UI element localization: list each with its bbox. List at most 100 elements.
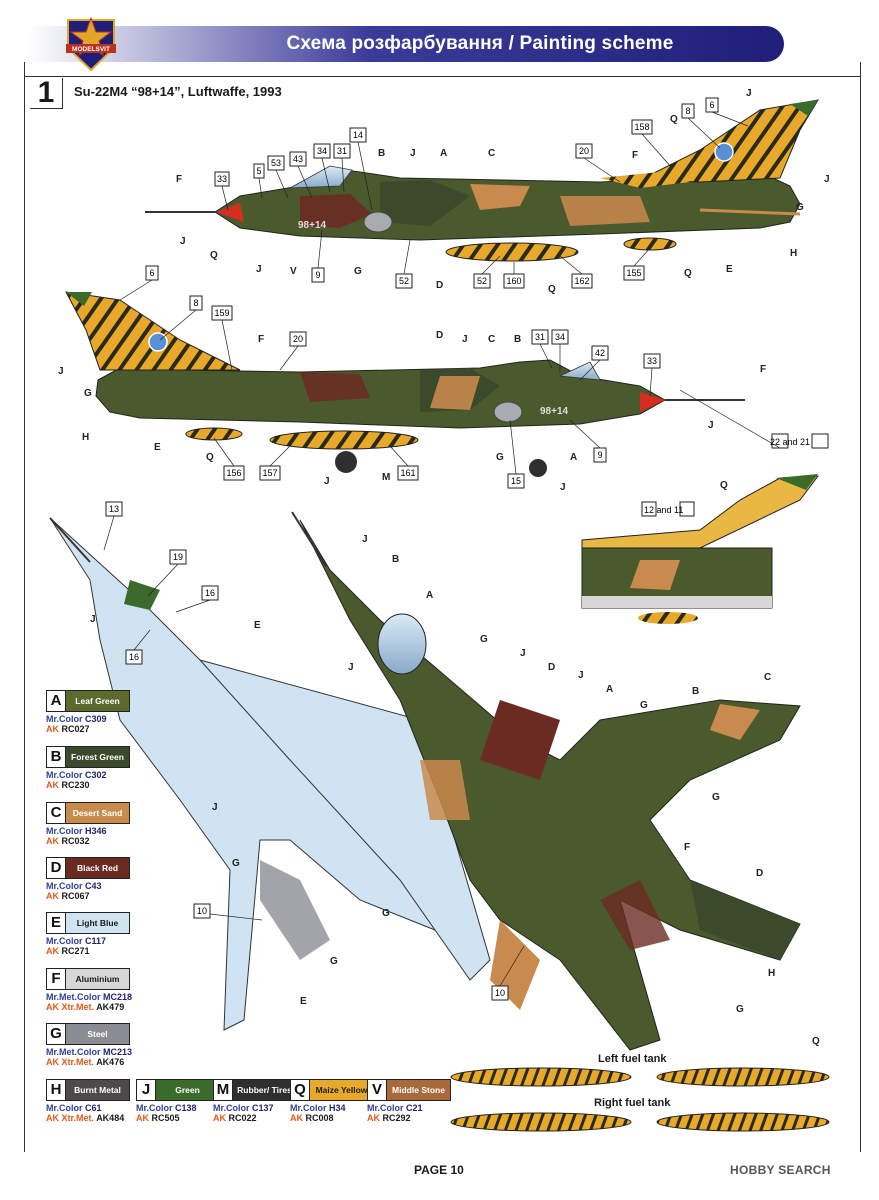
right-tank-outer xyxy=(450,1112,632,1132)
svg-text:A: A xyxy=(570,452,577,463)
camo-forest-green xyxy=(380,180,470,226)
tail-ventral-tiger xyxy=(623,237,677,251)
tiger-emblem-icon-2 xyxy=(148,332,168,352)
mr-label: Mr.Color xyxy=(46,714,83,724)
fin-tip-green xyxy=(790,100,818,116)
svg-text:Q: Q xyxy=(210,250,218,261)
tail-detail xyxy=(581,474,820,624)
svg-text:A: A xyxy=(426,590,433,601)
nose-red-band-2 xyxy=(640,392,665,412)
callout-numbers: 33 5 53 43 34 31 14 9 52 52 160 162 155 … xyxy=(105,97,719,1001)
paint-letters: F J Q J V G B J A C D Q Q E H G J F Q J … xyxy=(58,88,830,1015)
ak-label: AK xyxy=(46,946,59,956)
mr-color-code: Mr.Color H346 xyxy=(46,826,130,836)
svg-text:B: B xyxy=(514,334,521,345)
swatch-name: Middle Stone xyxy=(387,1080,450,1100)
page-title: Схема розфарбування / Painting scheme xyxy=(286,33,674,54)
camo-black-red xyxy=(300,194,372,228)
svg-text:10: 10 xyxy=(197,906,207,916)
svg-text:34: 34 xyxy=(555,332,565,342)
svg-text:15: 15 xyxy=(511,476,521,486)
side-view-left xyxy=(145,99,819,262)
swatch-letter: D xyxy=(47,858,66,878)
underside-green-patch xyxy=(124,580,160,610)
mr-label: Mr.Color xyxy=(46,936,83,946)
svg-text:162: 162 xyxy=(574,276,589,286)
mr-color-code: Mr.Color C21 xyxy=(367,1103,451,1113)
svg-text:J: J xyxy=(212,802,218,813)
svg-text:20: 20 xyxy=(293,334,303,344)
ak-code: AK RC027 xyxy=(46,724,130,734)
svg-text:G: G xyxy=(382,908,390,919)
swatch-letter: V xyxy=(368,1080,387,1100)
underside-steel xyxy=(260,860,330,960)
mr-code: C43 xyxy=(85,881,102,891)
ak-code-value: AK476 xyxy=(96,1057,125,1067)
plan-upperside xyxy=(291,511,801,1051)
camo-desert-sand xyxy=(470,184,530,210)
intake-cone-2 xyxy=(493,401,523,423)
svg-text:J: J xyxy=(410,148,416,159)
swatch-letter: G xyxy=(47,1024,66,1044)
svg-text:20: 20 xyxy=(579,146,589,156)
ak-code-value: RC022 xyxy=(228,1113,257,1123)
tail-tip-green xyxy=(776,474,818,490)
swatch-name: Maize Yellow xyxy=(310,1080,373,1100)
mr-code: MC213 xyxy=(103,1047,133,1057)
ak-label: AK xyxy=(290,1113,303,1123)
mr-code: C137 xyxy=(252,1103,274,1113)
svg-text:G: G xyxy=(232,858,240,869)
svg-text:H: H xyxy=(768,968,775,979)
swatch-name: Light Blue xyxy=(66,913,129,933)
upperside-forest-green xyxy=(690,880,800,960)
logo-text: MODELSVIT xyxy=(72,46,110,53)
tail-callout-22-21: 22 and 21 xyxy=(770,437,810,447)
ak-code-value: AK484 xyxy=(96,1113,125,1123)
upperside-pitot xyxy=(291,511,327,567)
mr-code: C302 xyxy=(85,770,107,780)
svg-text:19: 19 xyxy=(173,552,183,562)
upperside-black-red-2 xyxy=(600,880,670,950)
svg-text:33: 33 xyxy=(647,356,657,366)
svg-text:42: 42 xyxy=(595,348,605,358)
swatch-letter: B xyxy=(47,747,66,767)
ak-code-value: RC271 xyxy=(61,946,90,956)
svg-text:G: G xyxy=(796,202,804,213)
svg-text:Q: Q xyxy=(684,268,692,279)
svg-text:J: J xyxy=(746,88,752,99)
svg-text:G: G xyxy=(480,634,488,645)
mr-code: H346 xyxy=(85,826,107,836)
canopy-2 xyxy=(558,361,601,381)
tail-fin-tiger xyxy=(639,99,819,183)
svg-text:J: J xyxy=(462,334,468,345)
upperside-sand-3 xyxy=(420,760,470,820)
svg-text:J: J xyxy=(256,264,262,275)
svg-text:53: 53 xyxy=(271,158,281,168)
svg-text:Q: Q xyxy=(206,452,214,463)
camo-desert-sand-2 xyxy=(560,196,650,226)
ak-code-value: RC067 xyxy=(61,891,90,901)
tail-sand xyxy=(630,560,680,590)
ak-code-value: RC008 xyxy=(305,1113,334,1123)
upperside-sand xyxy=(710,704,760,740)
svg-text:V: V xyxy=(290,266,297,277)
ak-label: AK xyxy=(46,780,59,790)
mr-color-code: Mr.Color H34 xyxy=(290,1103,374,1113)
svg-text:A: A xyxy=(606,684,613,695)
svg-text:160: 160 xyxy=(506,276,521,286)
svg-text:10: 10 xyxy=(495,988,505,998)
swatch-letter: Q xyxy=(291,1080,310,1100)
swatch-letter: J xyxy=(137,1080,156,1100)
svg-text:B: B xyxy=(378,148,385,159)
mr-label: Mr.Met.Color xyxy=(46,992,101,1002)
mr-color-code: Mr.Color C137 xyxy=(213,1103,297,1113)
